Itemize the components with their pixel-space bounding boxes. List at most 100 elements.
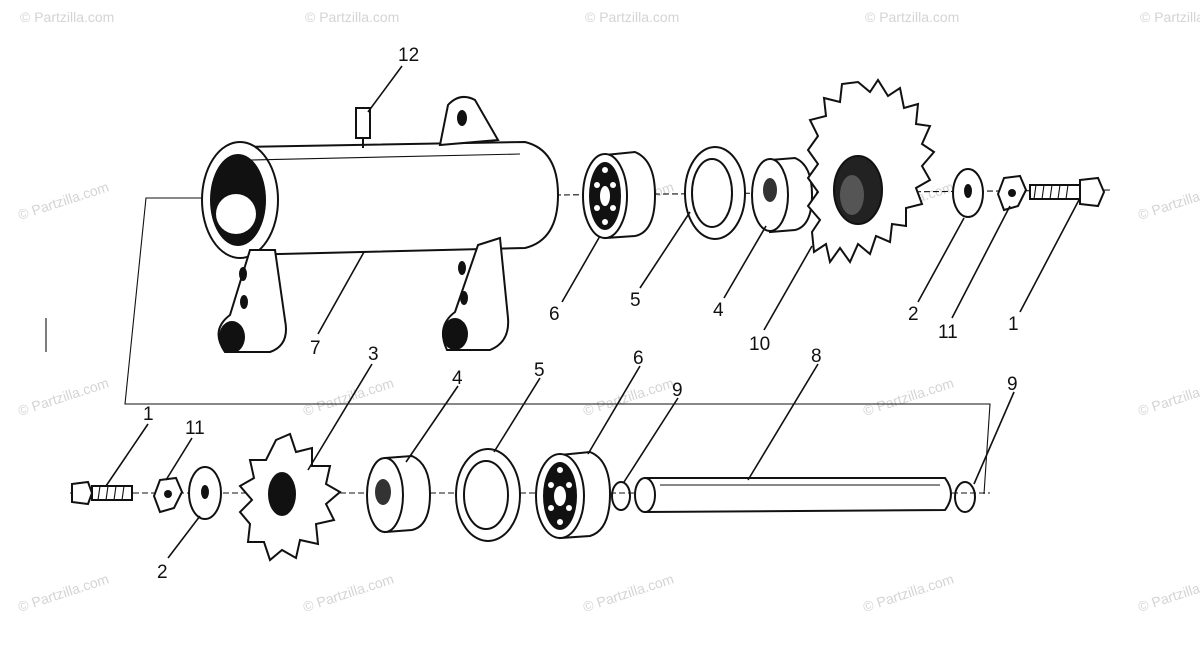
lock-washer-top-hole (1008, 189, 1016, 197)
watermark: © Partzilla.com (861, 374, 956, 418)
callout-6: 6 (633, 348, 644, 369)
callout-1: 1 (1008, 314, 1019, 335)
watermark: © Partzilla.com (16, 570, 111, 614)
callout-6: 6 (549, 304, 560, 325)
mount-tab-hole (457, 110, 467, 126)
leader-line (367, 65, 403, 113)
watermark: © Partzilla.com (20, 9, 114, 25)
bearing-ball (548, 482, 554, 488)
bearing-top-inner (600, 186, 610, 206)
leader-lines (105, 65, 1081, 559)
watermark: © Partzilla.com (301, 374, 396, 418)
leader-line (561, 235, 601, 303)
bearing-ball (566, 505, 572, 511)
leader-line (973, 391, 1015, 485)
bearing-ball (602, 167, 608, 173)
callout-8: 8 (811, 346, 822, 367)
assembly-bracket-line (124, 197, 991, 495)
callout-4: 4 (713, 300, 724, 321)
arm-right-hole (460, 291, 468, 305)
housing-tube-body (239, 140, 560, 257)
bearing-ball (610, 182, 616, 188)
bearing-ball (602, 219, 608, 225)
leader-line (623, 397, 679, 483)
callout-9: 9 (672, 380, 683, 401)
spacer-top-bore (763, 178, 777, 202)
watermark: © Partzilla.com (585, 9, 679, 25)
leader-line (493, 377, 541, 453)
arm-left-hole (240, 295, 248, 309)
leader-line (317, 251, 365, 335)
arm-left-bore (219, 321, 245, 353)
callout-labels: 12 7 6 5 4 10 2 11 1 3 4 5 6 9 8 9 1 11 … (143, 45, 1019, 583)
bearing-bottom-inner (554, 486, 566, 506)
watermark: © Partzilla.com (1136, 178, 1200, 222)
bearing-ball (557, 519, 563, 525)
shaft-part (644, 477, 952, 514)
grease-fitting-part (355, 107, 371, 139)
arm-left-hole (239, 267, 247, 281)
callout-5: 5 (630, 290, 641, 311)
washer-top-hole (964, 184, 972, 198)
bolt-bottom-threads (97, 485, 125, 501)
leader-line (307, 363, 373, 471)
washer-bottom-hole (201, 485, 209, 499)
leader-line (167, 515, 201, 559)
callout-1: 1 (143, 404, 154, 425)
bearing-ball (548, 505, 554, 511)
watermark: © Partzilla.com (301, 570, 396, 614)
callout-7: 7 (310, 338, 321, 359)
watermark: © Partzilla.com (16, 178, 111, 222)
callout-10: 10 (749, 334, 770, 355)
o-ring-right (954, 481, 976, 513)
lock-washer-bottom-hole (164, 490, 172, 498)
bolt-top-head (1079, 176, 1106, 208)
bearing-ball (610, 205, 616, 211)
callout-9: 9 (1007, 374, 1018, 395)
callout-5: 5 (534, 360, 545, 381)
sprocket-large-bore (840, 175, 864, 215)
bearing-ball (566, 482, 572, 488)
leader-line (105, 423, 149, 487)
top-row-parts (582, 78, 1106, 265)
bolt-bottom-head (71, 480, 94, 506)
bearing-ball (594, 205, 600, 211)
leader-line (639, 211, 691, 289)
arm-right-bore (442, 318, 468, 350)
arm-right-hole (458, 261, 466, 275)
callout-2: 2 (908, 304, 919, 325)
callout-11: 11 (938, 322, 958, 343)
watermark: © Partzilla.com (581, 570, 676, 614)
bolt-top-shank (1029, 184, 1081, 200)
leader-line (165, 437, 193, 481)
watermark: © Partzilla.com (1136, 374, 1200, 418)
spacer-bottom-bore (375, 479, 391, 505)
sprocket-small-bore (268, 472, 296, 516)
callout-3: 3 (368, 344, 379, 365)
leader-line (951, 205, 1011, 319)
o-ring-left (611, 481, 631, 511)
watermark: © Partzilla.com (305, 9, 399, 25)
leader-line (917, 217, 965, 303)
leader-line (405, 385, 459, 463)
callout-4: 4 (452, 368, 463, 389)
watermark: © Partzilla.com (16, 374, 111, 418)
shaft-end (634, 477, 656, 513)
leader-line (763, 245, 813, 331)
watermark: © Partzilla.com (861, 570, 956, 614)
bolt-top-threads (1033, 184, 1069, 200)
watermark: © Partzilla.com (865, 9, 959, 25)
tube-highlight-line (249, 153, 521, 161)
seal-bottom-inner (463, 460, 509, 530)
leader-line (1019, 197, 1081, 313)
bearing-ball (557, 467, 563, 473)
leader-line (587, 365, 641, 455)
mount-tab-top (438, 95, 500, 147)
seal-top-inner (691, 158, 733, 228)
housing-tube-bore-highlight (216, 194, 256, 234)
callout-11: 11 (185, 418, 205, 439)
leader-line (747, 363, 819, 481)
bottom-row-parts (71, 432, 976, 562)
watermark: © Partzilla.com (1140, 9, 1200, 25)
